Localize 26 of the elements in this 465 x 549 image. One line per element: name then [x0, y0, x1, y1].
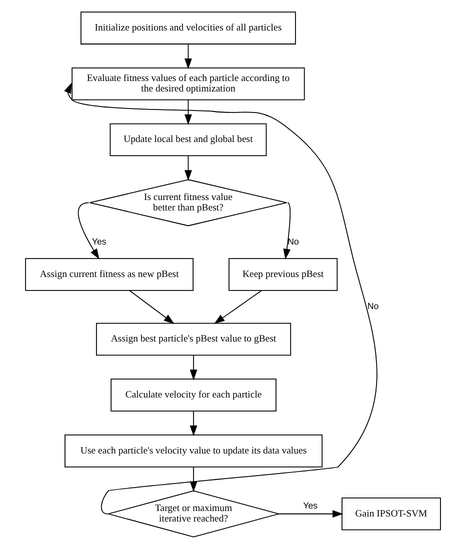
edge-label: Yes [91, 236, 106, 246]
node-box: Gain IPSOT-SVM [341, 497, 440, 530]
edge-label: No [366, 301, 378, 312]
node-box: Evaluate fitness values of each particle according to the desired optimization [71, 68, 304, 100]
edge-label: Yes [302, 500, 318, 511]
node-box: Assign best particle's pBest value to gBest [96, 322, 291, 356]
node-box: Initialize positions and velocities of all particles [80, 12, 296, 44]
arrow [77, 202, 99, 260]
arrow [64, 82, 377, 514]
node-box: Calculate velocity for each particle [110, 378, 276, 412]
node-box: Keep previous pBest [228, 258, 338, 291]
arrow [214, 290, 262, 324]
arrow [184, 44, 192, 70]
arrow [184, 100, 192, 125]
node-diamond: Target or maximum iterative reached? [106, 490, 280, 538]
node-box: Assign current fitness as new pBest [24, 258, 194, 291]
node-box: Update local best and global best [109, 123, 266, 156]
arrow [278, 510, 343, 518]
edge-label: No [287, 236, 298, 246]
arrow [282, 202, 290, 260]
node-box: Use each particle's velocity value to update its data values [64, 434, 322, 468]
arrow [189, 355, 197, 380]
arrow [184, 155, 192, 181]
arrow [189, 410, 197, 436]
node-diamond: Is current fitness value better than pBest? [88, 179, 287, 226]
arrow [128, 290, 174, 324]
